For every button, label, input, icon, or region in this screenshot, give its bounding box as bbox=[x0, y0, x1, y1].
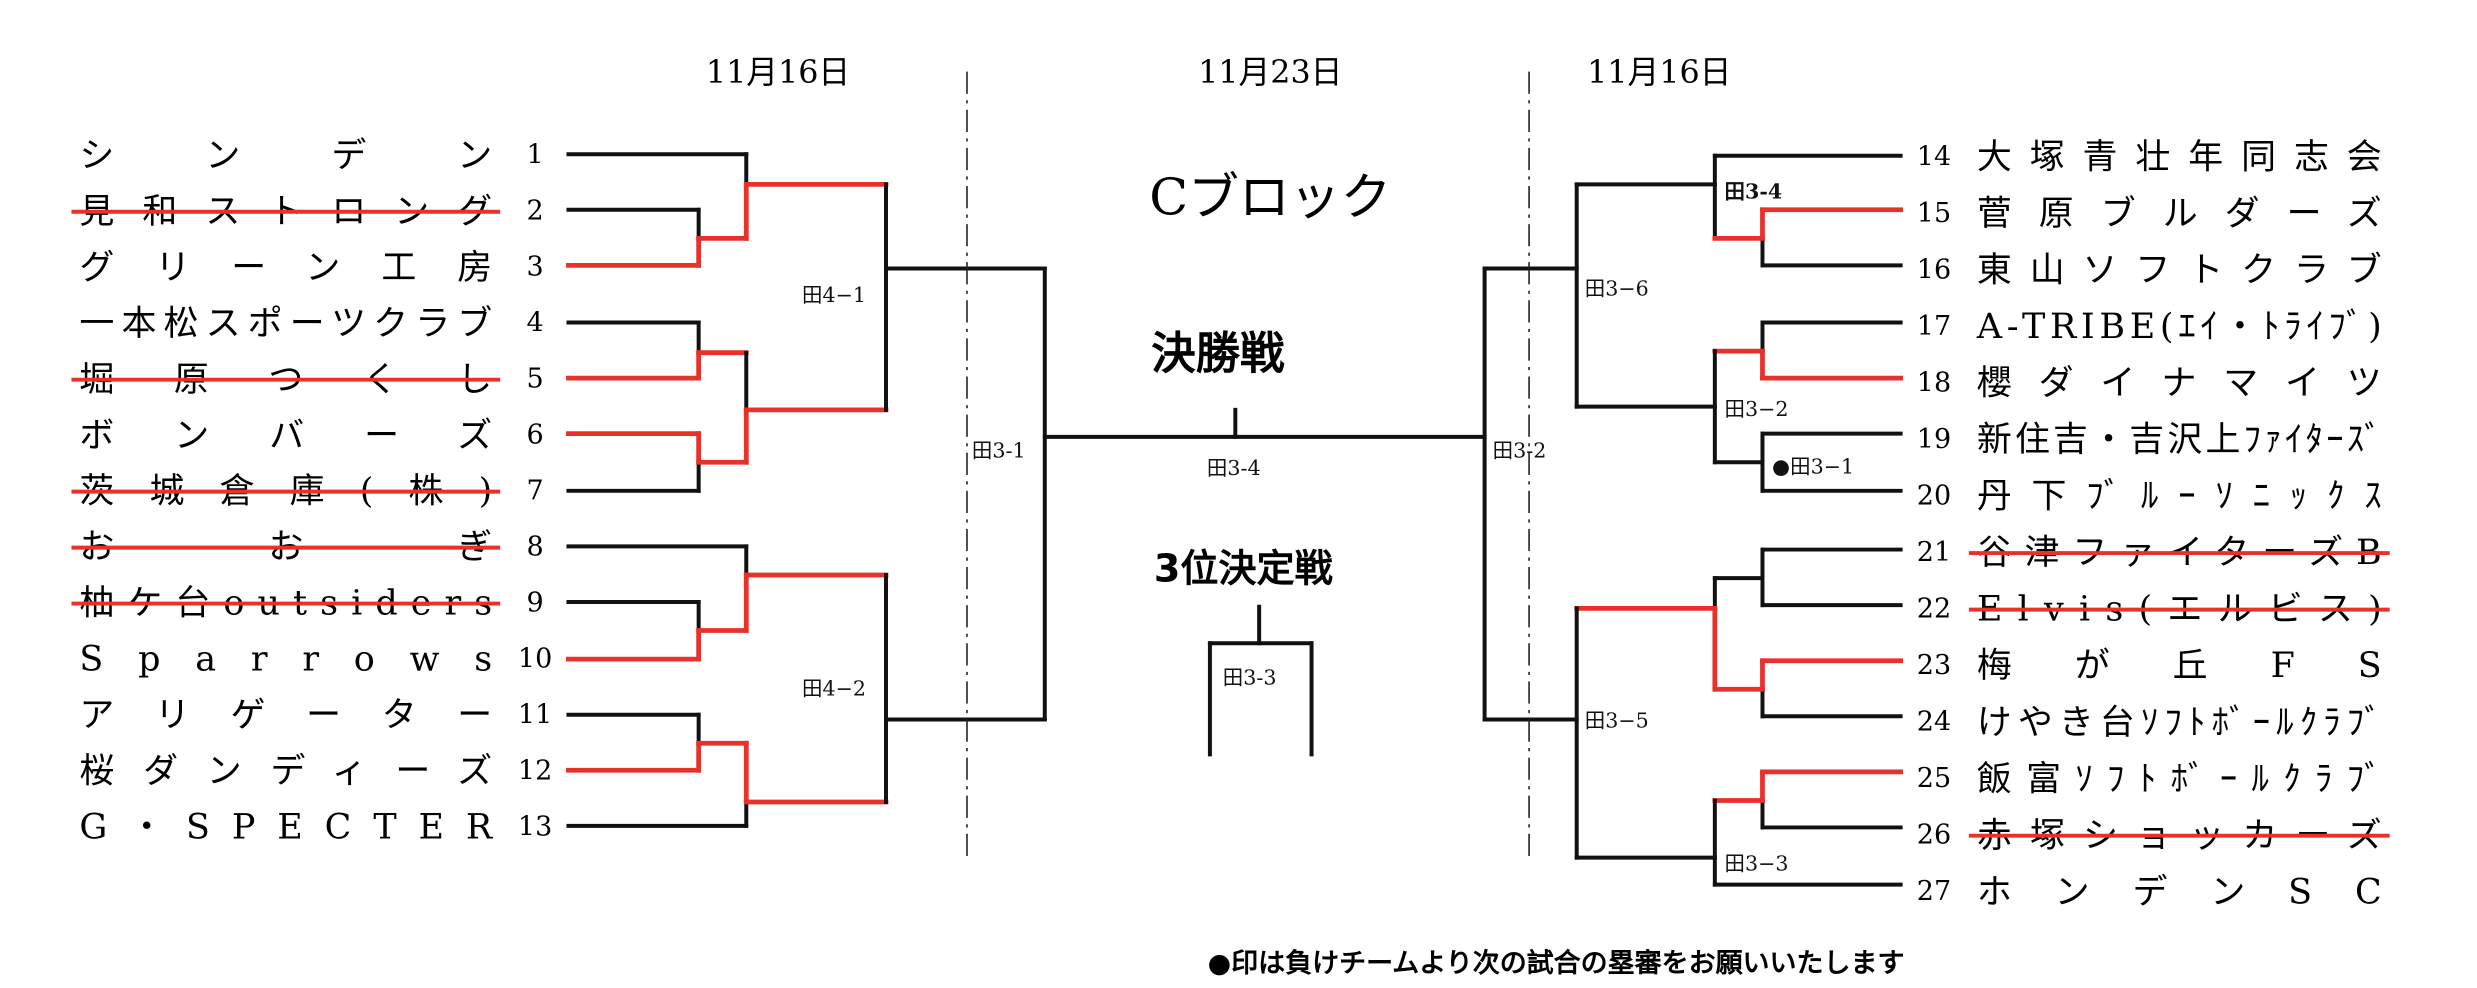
team-name: 飯富ｿﾌﾄﾎﾞｰﾙｸﾗﾌﾞ bbox=[1977, 759, 2382, 799]
team-name: 東山ソフトクラブ bbox=[1977, 251, 2382, 291]
team-entry: 27 ホンデンSC bbox=[1917, 872, 2382, 912]
team-name: けやき台ｿﾌﾄﾎﾞｰﾙｸﾗﾌﾞ bbox=[1977, 703, 2382, 743]
match-label-right-3-2: 田3-2 bbox=[1493, 438, 1547, 462]
date-header-right: 11月16日 bbox=[1587, 55, 1731, 91]
team-name: グリーン工房 bbox=[79, 248, 492, 288]
team-number: 12 bbox=[518, 755, 552, 786]
team-entry: 23 梅が丘FS bbox=[1917, 646, 2382, 686]
team-entry: 13 G・SPECTER bbox=[79, 808, 552, 848]
match-label-final: 田3-4 bbox=[1207, 456, 1261, 480]
team-number: 14 bbox=[1917, 141, 1951, 172]
team-entry: 14 大塚青壮年同志会 bbox=[1917, 137, 2382, 177]
team-name: 大塚青壮年同志会 bbox=[1977, 137, 2382, 177]
team-number: 20 bbox=[1917, 480, 1951, 511]
match-label-left-4-2: 田4−2 bbox=[802, 677, 866, 701]
team-name: 桜ダンディーズ bbox=[79, 752, 492, 792]
date-header-left: 11月16日 bbox=[706, 55, 850, 91]
team-number: 6 bbox=[527, 420, 544, 451]
team-entry: 25 飯富ｿﾌﾄﾎﾞｰﾙｸﾗﾌﾞ bbox=[1917, 759, 2382, 799]
team-number: 5 bbox=[527, 364, 544, 395]
block-title: Cブロック bbox=[1149, 168, 1391, 227]
team-name: Sparrows bbox=[79, 640, 492, 680]
team-entry: 17 A-TRIBE(ｴｲ・ﾄﾗｲﾌﾞ) bbox=[1917, 307, 2382, 347]
team-entry: 10 Sparrows bbox=[79, 640, 552, 680]
team-number: 27 bbox=[1917, 876, 1951, 907]
team-entry: 4 一本松スポーツクラブ bbox=[79, 304, 543, 344]
team-name: 一本松スポーツクラブ bbox=[79, 304, 492, 344]
team-number: 21 bbox=[1917, 537, 1951, 568]
team-number: 19 bbox=[1917, 424, 1951, 455]
match-label-right-3-2a: 田3−2 bbox=[1724, 397, 1788, 421]
team-number: 1 bbox=[527, 140, 544, 171]
team-number: 22 bbox=[1917, 594, 1951, 625]
third-place-label: 3位決定戦 bbox=[1154, 546, 1333, 590]
team-name: 新住吉・吉沢上ﾌｧｲﾀｰｽﾞ bbox=[1977, 420, 2382, 460]
team-entry: 1 シンデン bbox=[79, 136, 543, 176]
team-number: 3 bbox=[527, 252, 544, 283]
team-entry: 6 ボンバーズ bbox=[79, 416, 543, 456]
team-number: 9 bbox=[527, 587, 544, 618]
team-number: 4 bbox=[527, 308, 544, 339]
team-number: 13 bbox=[518, 811, 552, 842]
team-entry: 3 グリーン工房 bbox=[79, 248, 543, 288]
team-number: 17 bbox=[1917, 311, 1951, 342]
team-entry: 16 東山ソフトクラブ bbox=[1917, 251, 2382, 291]
team-number: 8 bbox=[527, 532, 544, 563]
team-entry: 12 桜ダンディーズ bbox=[79, 752, 552, 792]
match-label-right-3-1: ●田3−1 bbox=[1772, 454, 1854, 478]
team-name: A-TRIBE(ｴｲ・ﾄﾗｲﾌﾞ) bbox=[1976, 307, 2382, 347]
team-entry: 18 櫻ダイナマイツ bbox=[1917, 364, 2382, 404]
team-name: ホンデンSC bbox=[1977, 872, 2382, 912]
team-entry: 20 丹下ﾌﾞﾙｰｿﾆｯｸｽ bbox=[1917, 477, 2382, 517]
team-name: ボンバーズ bbox=[79, 416, 492, 456]
match-label-left-4-1: 田4−1 bbox=[802, 283, 866, 307]
team-entry: 15 菅原ブルダーズ bbox=[1917, 194, 2382, 234]
footer-note: ●印は負けチームより次の試合の塁審をお願いいたします bbox=[1208, 947, 1905, 979]
team-number: 24 bbox=[1917, 707, 1951, 738]
team-number: 10 bbox=[518, 643, 552, 674]
team-entry: 24 けやき台ｿﾌﾄﾎﾞｰﾙｸﾗﾌﾞ bbox=[1917, 703, 2382, 743]
team-number: 7 bbox=[527, 476, 544, 507]
match-label-right-3-3: 田3−3 bbox=[1724, 851, 1788, 875]
match-label-left-3-1: 田3-1 bbox=[972, 438, 1026, 462]
match-label-right-3-5: 田3−5 bbox=[1585, 708, 1649, 732]
team-name: 梅が丘FS bbox=[1977, 646, 2382, 686]
team-name: 櫻ダイナマイツ bbox=[1977, 364, 2382, 404]
final-label: 決勝戦 bbox=[1151, 329, 1285, 380]
team-name: アリゲーター bbox=[79, 696, 492, 736]
team-number: 23 bbox=[1917, 650, 1951, 681]
team-number: 11 bbox=[518, 699, 552, 730]
team-entry: 11 アリゲーター bbox=[79, 696, 552, 736]
team-number: 2 bbox=[527, 196, 544, 227]
match-label-right-3-4: 田3-4 bbox=[1724, 180, 1782, 204]
bracket-lines bbox=[566, 152, 1904, 887]
team-name: 丹下ﾌﾞﾙｰｿﾆｯｸｽ bbox=[1977, 477, 2382, 517]
team-number: 26 bbox=[1917, 820, 1951, 851]
team-number: 16 bbox=[1917, 254, 1951, 285]
team-name: 菅原ブルダーズ bbox=[1977, 194, 2382, 234]
date-header-center: 11月23日 bbox=[1198, 55, 1342, 91]
team-number: 18 bbox=[1917, 367, 1951, 398]
team-number: 25 bbox=[1917, 763, 1951, 794]
match-label-third: 田3-3 bbox=[1223, 666, 1277, 690]
team-name: G・SPECTER bbox=[79, 808, 494, 848]
team-name: シンデン bbox=[79, 136, 492, 176]
match-label-right-3-6: 田3−6 bbox=[1585, 277, 1649, 301]
team-entry: 19 新住吉・吉沢上ﾌｧｲﾀｰｽﾞ bbox=[1917, 420, 2382, 460]
team-number: 15 bbox=[1917, 198, 1951, 229]
